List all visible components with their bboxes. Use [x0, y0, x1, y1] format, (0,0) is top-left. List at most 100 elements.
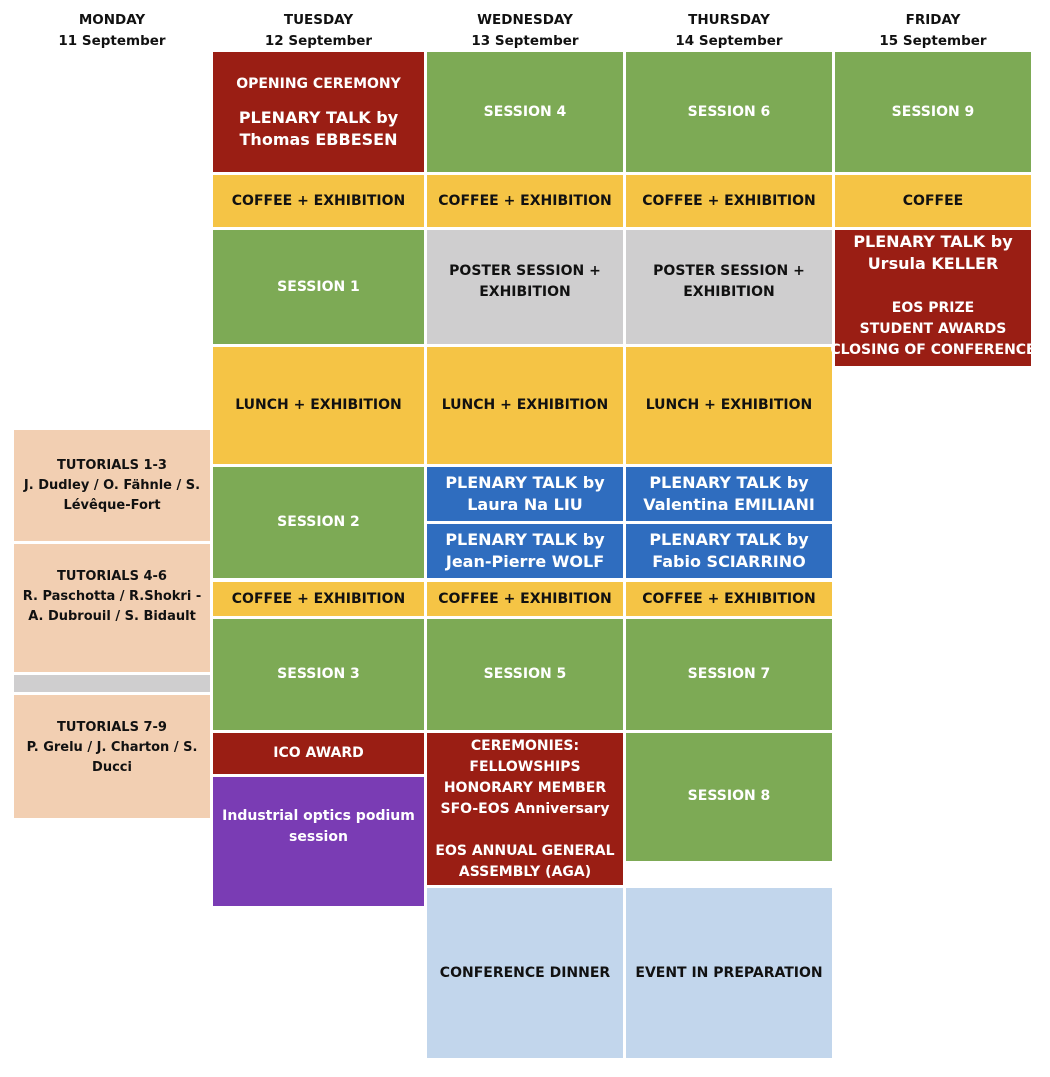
day-header-tuesday: TUESDAY 12 September: [213, 10, 424, 52]
coffee-label: COFFEE + EXHIBITION: [231, 192, 406, 209]
coffee-exhibition-block[interactable]: COFFEE + EXHIBITION: [213, 582, 424, 616]
coffee-label: COFFEE + EXHIBITION: [642, 590, 816, 607]
session-label: SESSION 3: [277, 666, 360, 682]
coffee-exhibition-block[interactable]: COFFEE + EXHIBITION: [427, 175, 623, 227]
ico-award-block[interactable]: ICO AWARD: [213, 733, 424, 774]
tutorial-speakers: P. Grelu / J. Charton / S. Ducci: [26, 739, 198, 775]
coffee-label: COFFEE + EXHIBITION: [438, 590, 612, 607]
plenary-speaker: Ursula KELLER: [867, 254, 999, 273]
day-header-monday: MONDAY 11 September: [14, 10, 210, 52]
day-date: 13 September: [471, 33, 579, 49]
aga-label: EOS ANNUAL GENERAL: [435, 842, 615, 859]
coffee-exhibition-block[interactable]: COFFEE + EXHIBITION: [626, 175, 832, 227]
tutorial-speakers: R. Paschotta / R.Shokri - A. Dubrouil / …: [22, 589, 202, 624]
session-2-block[interactable]: SESSION 2: [213, 467, 424, 578]
poster-session-block[interactable]: POSTER SESSION + EXHIBITION: [626, 230, 832, 344]
plenary-speaker: Jean-Pierre WOLF: [445, 552, 605, 571]
day-date: 14 September: [675, 33, 783, 49]
plenary-label: PLENARY TALK by: [445, 530, 605, 549]
day-name: TUESDAY: [283, 12, 354, 28]
session-8-block[interactable]: SESSION 8: [626, 733, 832, 861]
fellowships-label: FELLOWSHIPS: [469, 758, 581, 775]
opening-ceremony-block[interactable]: OPENING CEREMONY PLENARY TALK by Thomas …: [213, 52, 424, 172]
plenary-talk-sciarrino-block[interactable]: PLENARY TALK by Fabio SCIARRINO: [626, 524, 832, 578]
opening-ceremony-label: OPENING CEREMONY: [236, 75, 401, 92]
tutorial-title: TUTORIALS 4-6: [57, 569, 167, 584]
session-label: SESSION 2: [277, 514, 360, 530]
anniversary-label: SFO-EOS Anniversary: [440, 800, 610, 817]
closing-label: CLOSING OF CONFERENCE: [830, 342, 1036, 358]
industrial-label-2: session: [289, 828, 348, 845]
session-1-block[interactable]: SESSION 1: [213, 230, 424, 344]
day-name: FRIDAY: [905, 12, 961, 28]
poster-label-2: EXHIBITION: [479, 284, 571, 300]
coffee-label: COFFEE + EXHIBITION: [642, 192, 816, 209]
lunch-label: LUNCH + EXHIBITION: [645, 397, 813, 413]
coffee-label: COFFEE + EXHIBITION: [438, 192, 612, 209]
session-3-block[interactable]: SESSION 3: [213, 619, 424, 730]
plenary-talk-liu-block[interactable]: PLENARY TALK by Laura Na LIU: [427, 467, 623, 521]
tutorials-1-3-block[interactable]: TUTORIALS 1-3 J. Dudley / O. Fähnle / S.…: [14, 430, 210, 541]
coffee-block[interactable]: COFFEE: [835, 175, 1031, 227]
session-label: SESSION 5: [483, 666, 567, 682]
poster-label-2: EXHIBITION: [683, 284, 775, 300]
lunch-label: LUNCH + EXHIBITION: [441, 397, 609, 413]
session-6-block[interactable]: SESSION 6: [626, 52, 832, 172]
tutorial-title: TUTORIALS 7-9: [57, 719, 167, 735]
plenary-speaker: Thomas EBBESEN: [239, 129, 398, 149]
day-date: 12 September: [264, 33, 373, 49]
session-label: SESSION 7: [687, 666, 771, 682]
conference-dinner-block[interactable]: CONFERENCE DINNER: [427, 888, 623, 1058]
event-label: EVENT IN PREPARATION: [635, 964, 823, 981]
closing-block[interactable]: PLENARY TALK by Ursula KELLER EOS PRIZE …: [830, 230, 1036, 366]
ico-award-label: ICO AWARD: [273, 745, 364, 761]
day-header-wednesday: WEDNESDAY 13 September: [427, 10, 623, 52]
lunch-exhibition-block[interactable]: LUNCH + EXHIBITION: [626, 347, 832, 464]
session-label: SESSION 9: [891, 103, 975, 120]
plenary-label: PLENARY TALK by: [649, 530, 809, 549]
session-5-block[interactable]: SESSION 5: [427, 619, 623, 730]
monday-break-block: [14, 675, 210, 692]
tutorials-7-9-block[interactable]: TUTORIALS 7-9 P. Grelu / J. Charton / S.…: [14, 695, 210, 818]
day-name: WEDNESDAY: [477, 12, 573, 28]
day-date: 15 September: [879, 33, 987, 49]
day-name: THURSDAY: [688, 12, 770, 28]
coffee-label: COFFEE + EXHIBITION: [231, 590, 406, 607]
honorary-member-label: HONORARY MEMBER: [443, 779, 607, 796]
session-label: SESSION 8: [687, 787, 771, 804]
coffee-exhibition-block[interactable]: COFFEE + EXHIBITION: [213, 175, 424, 227]
lunch-exhibition-block[interactable]: LUNCH + EXHIBITION: [213, 347, 424, 464]
tutorial-speakers: J. Dudley / O. Fähnle / S. Lévêque-Fort: [23, 477, 201, 513]
plenary-label: PLENARY TALK by: [853, 232, 1013, 251]
lunch-label: LUNCH + EXHIBITION: [235, 397, 402, 413]
session-4-block[interactable]: SESSION 4: [427, 52, 623, 172]
session-label: SESSION 1: [277, 278, 360, 295]
plenary-talk-emiliani-block[interactable]: PLENARY TALK by Valentina EMILIANI: [626, 467, 832, 521]
poster-session-block[interactable]: POSTER SESSION + EXHIBITION: [427, 230, 623, 344]
coffee-exhibition-block[interactable]: COFFEE + EXHIBITION: [427, 582, 623, 616]
day-name: MONDAY: [78, 12, 146, 28]
session-7-block[interactable]: SESSION 7: [626, 619, 832, 730]
coffee-exhibition-block[interactable]: COFFEE + EXHIBITION: [626, 582, 832, 616]
plenary-talk-wolf-block[interactable]: PLENARY TALK by Jean-Pierre WOLF: [427, 524, 623, 578]
event-in-preparation-block[interactable]: EVENT IN PREPARATION: [626, 888, 832, 1058]
eos-prize-label: EOS PRIZE: [891, 300, 975, 316]
aga-label-2: ASSEMBLY (AGA): [458, 863, 592, 880]
plenary-label: PLENARY TALK by: [649, 473, 809, 492]
plenary-label: PLENARY TALK by: [238, 107, 399, 127]
lunch-exhibition-block[interactable]: LUNCH + EXHIBITION: [427, 347, 623, 464]
session-9-block[interactable]: SESSION 9: [835, 52, 1031, 172]
tutorials-4-6-block[interactable]: TUTORIALS 4-6 R. Paschotta / R.Shokri - …: [14, 544, 210, 672]
industrial-optics-block[interactable]: Industrial optics podium session: [213, 777, 424, 906]
ceremonies-aga-block[interactable]: CEREMONIES: FELLOWSHIPS HONORARY MEMBER …: [427, 733, 623, 885]
session-label: SESSION 6: [687, 103, 771, 120]
session-label: SESSION 4: [483, 103, 567, 120]
coffee-label: COFFEE: [902, 192, 964, 209]
poster-label: POSTER SESSION +: [449, 263, 601, 279]
day-header-friday: FRIDAY 15 September: [835, 10, 1031, 52]
day-date: 11 September: [58, 33, 166, 49]
dinner-label: CONFERENCE DINNER: [439, 964, 611, 981]
plenary-speaker: Laura Na LIU: [467, 495, 583, 514]
poster-label: POSTER SESSION +: [653, 263, 805, 279]
tutorial-title: TUTORIALS 1-3: [57, 457, 167, 473]
